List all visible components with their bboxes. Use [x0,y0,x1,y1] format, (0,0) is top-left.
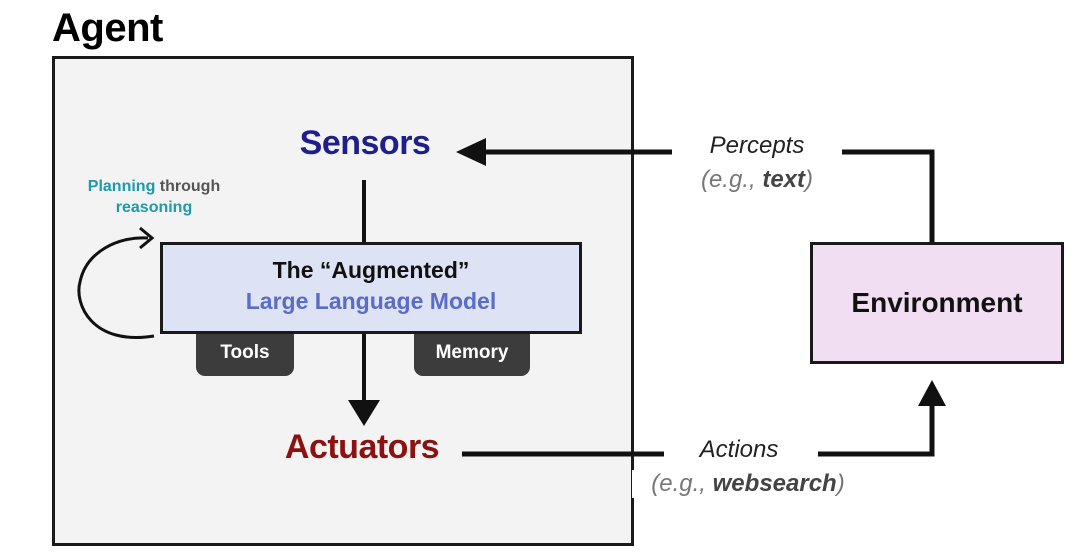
actions-line [818,404,935,457]
percepts-example-value: text [762,166,806,193]
planning-accent-text: Planning [87,178,156,195]
planning-line2-text: reasoning [115,199,193,216]
actions-example-prefix: (e.g., [651,470,713,497]
percepts-arrowhead [456,138,486,166]
sensors-label: Sensors [299,124,431,162]
tools-tab: Tools [196,334,294,376]
environment-box: Environment [810,242,1064,364]
planning-label: Planning through reasoning [62,176,246,218]
actions-example-suffix: ) [836,470,845,497]
planning-rest-text: through [155,178,221,195]
percepts-example-suffix: ) [805,166,814,193]
memory-tab: Memory [414,334,530,376]
llm-title: The “Augmented” [272,257,470,283]
percepts-example-prefix: (e.g., [700,166,763,193]
agent-title: Agent [52,6,163,50]
planning-loop-arrow [77,236,155,339]
actions-example: (e.g., websearch) [632,470,864,498]
llm-to-actuators-arrowhead [348,400,380,426]
actions-label: Actions [664,436,814,464]
percepts-example: (e.g., text) [672,166,842,194]
actuators-label: Actuators [284,428,440,466]
actions-arrowhead [918,380,946,406]
environment-label: Environment [851,287,1023,318]
actions-example-value: websearch [712,470,837,497]
planning-loop-arrowhead [139,226,155,250]
llm-box: The “Augmented” Large Language Model [160,242,582,334]
percepts-label: Percepts [672,132,842,160]
percepts-line [840,149,935,242]
llm-subtitle: Large Language Model [245,288,497,314]
